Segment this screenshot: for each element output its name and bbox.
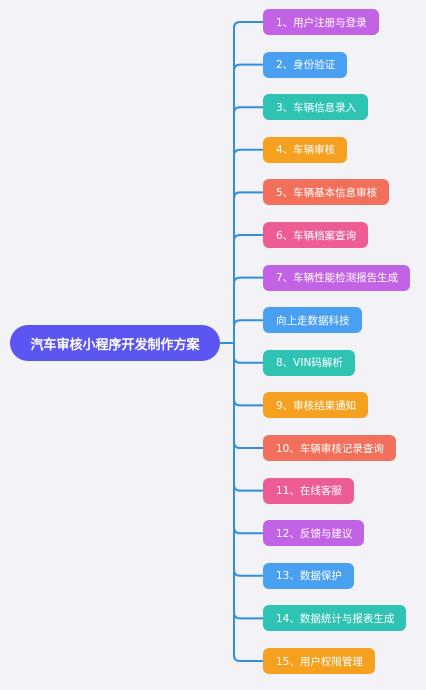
- branch-node[interactable]: 12、反馈与建议: [263, 520, 365, 547]
- branch-connector: [233, 612, 263, 620]
- branch-node[interactable]: 9、审核结果通知: [263, 392, 369, 419]
- branch-node[interactable]: 8、VIN码解析: [263, 349, 355, 376]
- branch-connector: [233, 569, 263, 577]
- branch-connector: [233, 106, 263, 114]
- branch-connector: [233, 527, 263, 535]
- branch-connector: [233, 21, 263, 29]
- branch-connector: [233, 148, 263, 156]
- branch-node[interactable]: 6、车辆档案查询: [263, 222, 369, 248]
- branch-node[interactable]: 15、用户权限管理: [263, 648, 375, 674]
- root-topic[interactable]: 汽车审核小程序开发制作方案: [10, 325, 220, 361]
- branch-connector: [233, 356, 263, 364]
- branch-connector: [233, 654, 263, 662]
- branch-node[interactable]: 3、车辆信息录入: [263, 94, 369, 121]
- branch-node[interactable]: 11、在线客服: [263, 477, 354, 504]
- branch-node[interactable]: 14、数据统计与报表生成: [263, 605, 407, 632]
- branch-connector: [233, 276, 263, 284]
- branch-node[interactable]: 向上走数据科技: [263, 307, 362, 334]
- branch-connector: [233, 191, 263, 199]
- branch-node[interactable]: 5、车辆基本信息审核: [263, 179, 390, 206]
- branch-connector: [233, 441, 263, 449]
- branch-connector: [233, 63, 263, 71]
- branch-node[interactable]: 10、车辆审核记录查询: [263, 435, 396, 461]
- branch-node[interactable]: 7、车辆性能检测报告生成: [263, 264, 411, 291]
- branch-node[interactable]: 4、车辆审核: [263, 136, 348, 163]
- branch-connector: [233, 484, 263, 492]
- branch-connector: [233, 234, 263, 242]
- branch-node[interactable]: 1、用户注册与登录: [263, 9, 379, 35]
- branch-connector: [233, 399, 263, 407]
- branch-node[interactable]: 13、数据保护: [263, 562, 354, 589]
- branch-connector: [233, 319, 263, 327]
- branch-node[interactable]: 2、身份验证: [263, 51, 348, 78]
